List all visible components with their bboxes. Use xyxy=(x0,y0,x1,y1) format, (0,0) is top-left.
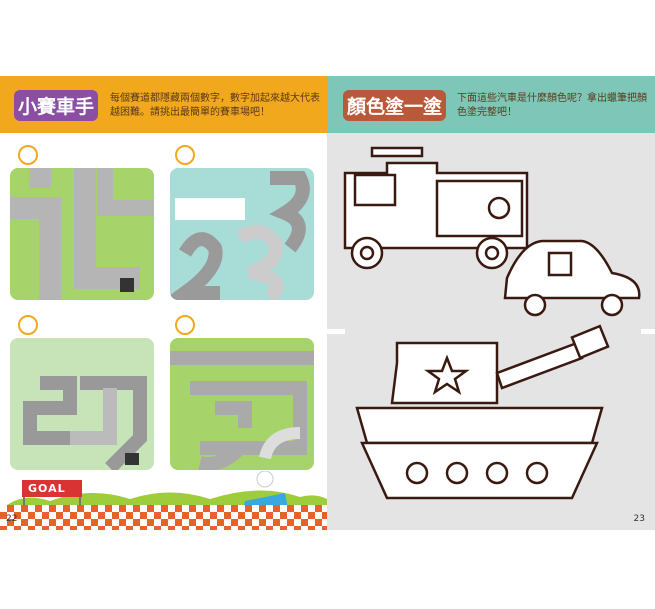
checkered-floor xyxy=(0,505,327,530)
track-2-drawing xyxy=(170,171,310,300)
right-title: 顏色塗一塗 xyxy=(343,90,447,121)
fire-truck-outline xyxy=(343,146,529,270)
answer-circle-3[interactable] xyxy=(18,315,38,335)
tank-outline xyxy=(355,324,610,500)
page-number-right: 23 xyxy=(633,514,645,524)
car-outline xyxy=(503,239,641,317)
right-header: 顏色塗一塗 下面這些汽車是什麼顏色呢？拿出蠟筆把顏色塗完整吧！ xyxy=(327,76,655,133)
page-number-left: 22 xyxy=(6,514,18,524)
race-track-map-2[interactable] xyxy=(170,168,314,300)
answer-circle-2[interactable] xyxy=(175,145,195,165)
track-4-drawing xyxy=(170,351,314,470)
divider-right xyxy=(641,329,655,334)
race-track-map-3[interactable] xyxy=(10,338,154,470)
goal-sign: GOAL xyxy=(28,482,66,495)
track-3-drawing xyxy=(23,376,147,470)
answer-circle-4[interactable] xyxy=(175,315,195,335)
left-description: 每個賽道都隱藏兩個數字，數字加起來越大代表越困難。請挑出最簡單的賽車場吧！ xyxy=(110,93,320,118)
left-header: 小賽車手 每個賽道都隱藏兩個數字，數字加起來越大代表越困難。請挑出最簡單的賽車場… xyxy=(0,76,327,133)
answer-circle-1[interactable] xyxy=(18,145,38,165)
left-page: 小賽車手 每個賽道都隱藏兩個數字，數字加起來越大代表越困難。請挑出最簡單的賽車場… xyxy=(0,76,327,530)
right-page: 顏色塗一塗 下面這些汽車是什麼顏色呢？拿出蠟筆把顏色塗完整吧！ xyxy=(327,76,655,530)
coloring-illustrations xyxy=(343,146,641,500)
race-track-map-1[interactable] xyxy=(10,168,154,300)
race-track-map-4[interactable] xyxy=(170,338,314,470)
divider-left xyxy=(327,329,345,334)
track-1-drawing xyxy=(10,168,154,300)
left-title: 小賽車手 xyxy=(14,90,99,121)
right-description: 下面這些汽車是什麼顏色呢？拿出蠟筆把顏色塗完整吧！ xyxy=(457,93,647,118)
